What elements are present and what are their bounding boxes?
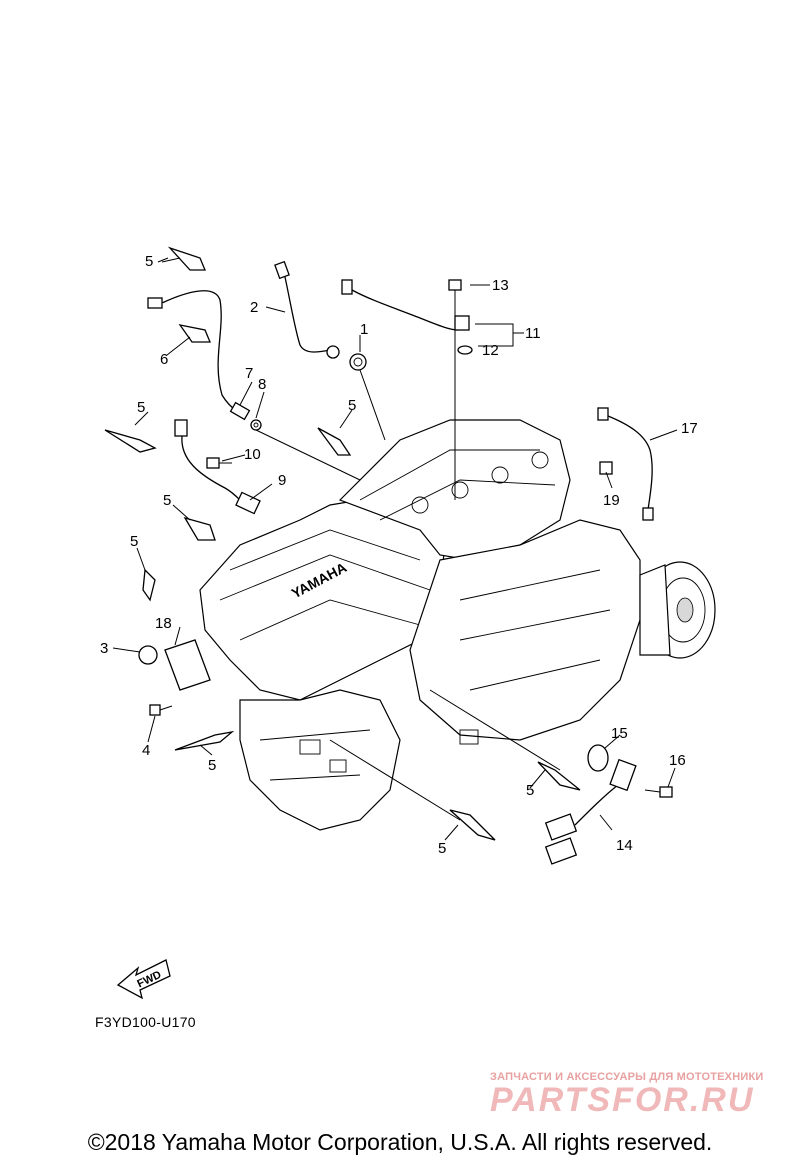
part-7-sensor-harness [147,290,251,421]
callout-13: 13 [492,277,509,294]
callout-7: 7 [245,365,253,382]
callout-5b: 5 [137,399,145,416]
forward-direction-arrow: FWD [116,959,171,1000]
callout-5c: 5 [348,397,356,414]
callout-8: 8 [258,376,266,393]
callout-5h: 5 [438,840,446,857]
callout-1: 1 [360,321,368,338]
callout-5a: 5 [145,253,153,270]
watermark-tagline: ЗАПЧАСТИ И АКСЕССУАРЫ ДЛЯ МОТОТЕХНИКИ [490,1071,764,1083]
copyright-notice: ©2018 Yamaha Motor Corporation, U.S.A. A… [87,1129,713,1155]
callout-12: 12 [482,342,499,359]
callout-10: 10 [244,446,261,463]
leader-lines [112,257,678,841]
callout-5d: 5 [163,492,171,509]
callout-15: 15 [611,725,628,742]
diagram-code: F3YD100-U170 [95,1014,196,1030]
part-1-sensor [349,353,367,371]
part-8-washer [250,419,262,431]
cable-ties [104,246,581,841]
callout-9: 9 [278,472,286,489]
fwd-label: FWD [135,969,163,990]
part-18-bracket [164,639,211,691]
part-11-sensor-assy [341,279,470,331]
callout-3: 3 [100,640,108,657]
callout-4: 4 [142,742,150,759]
part-12-o-ring [457,345,473,355]
callout-2: 2 [250,299,258,316]
part-15-o-ring [587,744,609,772]
watermark-brand: PARTSFOR.RU [490,1081,755,1119]
callout-16: 16 [669,752,686,769]
callout-5f: 5 [208,757,216,774]
part-13-bolt [448,279,462,302]
part-10-bolt [206,457,232,469]
part-19-clamp [599,461,613,475]
callout-11: 11 [525,325,541,342]
callout-19: 19 [603,492,620,509]
part-17-sensor-lead [597,407,654,521]
part-4-bolt [149,704,173,716]
part-14-sensor-harness [544,758,637,865]
callout-5g: 5 [526,782,534,799]
part-2-sensor-lead [274,260,340,359]
callout-17: 17 [681,420,698,437]
callout-6: 6 [160,351,168,368]
part-16-bolt [644,786,673,798]
callout-5e: 5 [130,533,138,550]
callout-numbers: 1 2 3 4 5 5 5 5 5 5 5 5 6 7 8 9 10 11 12… [100,253,698,857]
callout-18: 18 [155,615,172,632]
callout-14: 14 [616,837,633,854]
part-3-sensor [138,645,158,665]
